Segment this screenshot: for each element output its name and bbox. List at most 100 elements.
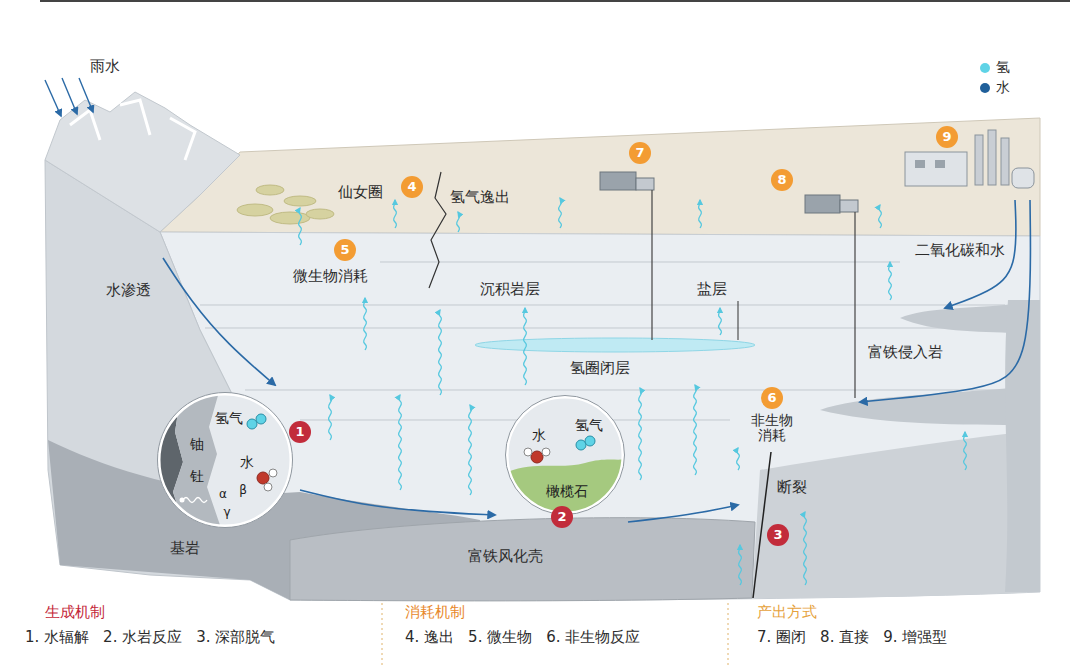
illustration-shape <box>935 160 945 168</box>
illustration-shape <box>1012 168 1034 188</box>
hydrogen-flow <box>639 388 642 480</box>
region-label: 富铁风化壳 <box>468 547 543 565</box>
hydrogen-flow <box>329 395 332 440</box>
legend-item: 3. 深部脱气 <box>196 628 275 646</box>
hydrogen-trap <box>475 338 755 352</box>
illustration-shape <box>1001 138 1009 185</box>
region-label: 氢气逸出 <box>450 188 510 206</box>
illustration-shape <box>805 195 840 213</box>
illustration-shape <box>180 498 185 503</box>
water-flow-arrow <box>628 505 738 522</box>
region-label: 基岩 <box>170 539 200 557</box>
hydrogen-flow <box>299 208 302 245</box>
basement-right <box>752 430 1040 598</box>
hydrogen-flow <box>889 262 892 300</box>
legend-text: 水 <box>996 79 1010 97</box>
hydrogen-flow <box>694 385 697 475</box>
callout-text: 8 <box>777 172 786 188</box>
callout-text: 5 <box>340 242 349 258</box>
region-label: 非生物 消耗 <box>748 413 796 444</box>
illustration-shape <box>988 130 996 185</box>
callout-number: 4 <box>401 176 423 198</box>
illustration-shape <box>157 392 293 528</box>
magnifier-circle: 水氢气橄榄石 <box>505 395 625 515</box>
magnifier-text: 氢气 <box>575 417 603 434</box>
magnifier-text: 铀 <box>190 436 204 453</box>
illustration-shape <box>256 414 266 424</box>
illustration-shape <box>576 440 586 450</box>
hydrogen-flow <box>737 448 740 470</box>
water-flow-arrow <box>300 490 495 515</box>
hydrogen-flow <box>399 395 402 490</box>
legend-swatch <box>980 83 990 93</box>
illustration-shape <box>506 396 625 515</box>
strata-lines <box>200 262 1005 420</box>
illustration-shape <box>505 395 625 515</box>
illustration-shape <box>524 448 532 456</box>
illustration-shape <box>257 472 269 484</box>
hydrogen-flow <box>394 200 397 228</box>
illustration-shape <box>651 190 652 340</box>
fault-line <box>753 452 771 598</box>
region-label: 二氧化碳和水 <box>915 241 1005 259</box>
illustration-shape <box>237 204 273 216</box>
region-label: 雨水 <box>90 57 120 75</box>
illustration-shape <box>306 209 334 219</box>
well-pump <box>600 172 654 340</box>
hydrogen-flow <box>457 212 460 232</box>
illustration-shape <box>840 200 858 212</box>
hydrogen-flow <box>719 308 722 335</box>
surface-crack <box>429 172 446 288</box>
hydrogen-flow <box>439 310 442 395</box>
legend-item: 1. 水辐解 <box>25 628 89 646</box>
illustration-shape <box>284 196 316 206</box>
illustration-shape <box>380 262 900 263</box>
magnifier-text: γ <box>223 505 230 519</box>
legend-heading: 生成机制 <box>45 603 105 621</box>
callout-text: 9 <box>942 129 951 145</box>
region-label: 仙女圈 <box>338 183 383 201</box>
water-flow-arrow <box>163 258 275 385</box>
callout-number: 1 <box>289 421 311 443</box>
region-label: 氢圈闭层 <box>570 359 630 377</box>
magnifier-text: β <box>239 483 247 497</box>
callout-text: 3 <box>773 527 782 543</box>
region-label: 沉积岩层 <box>480 280 540 298</box>
illustration-shape <box>585 436 595 446</box>
rain-arrows <box>45 78 93 116</box>
callout-number: 6 <box>761 387 783 409</box>
callout-number: 8 <box>771 169 793 191</box>
illustration-shape <box>79 78 93 112</box>
hydrogen-flow <box>559 198 562 228</box>
region-label: 盐层 <box>697 280 727 298</box>
fairy-circles <box>237 185 334 224</box>
illustration-shape <box>270 212 310 224</box>
illustration-shape <box>157 392 293 528</box>
snow <box>70 100 195 160</box>
magnifier-text: α <box>219 487 227 501</box>
callout-text: 1 <box>295 424 304 440</box>
illustration-shape <box>264 483 272 491</box>
well-pump <box>805 195 858 398</box>
illustration-shape <box>542 448 550 456</box>
legend-divider <box>382 603 383 666</box>
hydrogen-flow <box>964 432 967 470</box>
hydrogen-flow <box>364 298 367 350</box>
legend: 氢水 <box>980 58 1010 98</box>
callout-number: 5 <box>334 239 356 261</box>
callout-number: 7 <box>629 142 651 164</box>
illustration-shape <box>45 80 61 116</box>
legend-swatch <box>980 63 990 73</box>
illustration-shape <box>62 78 77 114</box>
hydrogen-flow <box>739 545 742 585</box>
illustration-shape <box>505 395 625 515</box>
magnifier-circle: 氢气铀钍水αβγ <box>157 392 293 528</box>
legend-row: 水 <box>980 78 1010 98</box>
illustration-shape <box>300 420 730 421</box>
callout-text: 2 <box>557 509 566 525</box>
legend-heading: 消耗机制 <box>405 603 465 621</box>
water-flow-arrow <box>860 200 1031 402</box>
legend-item: 2. 水岩反应 <box>103 628 182 646</box>
legend-heading: 产出方式 <box>757 603 817 621</box>
